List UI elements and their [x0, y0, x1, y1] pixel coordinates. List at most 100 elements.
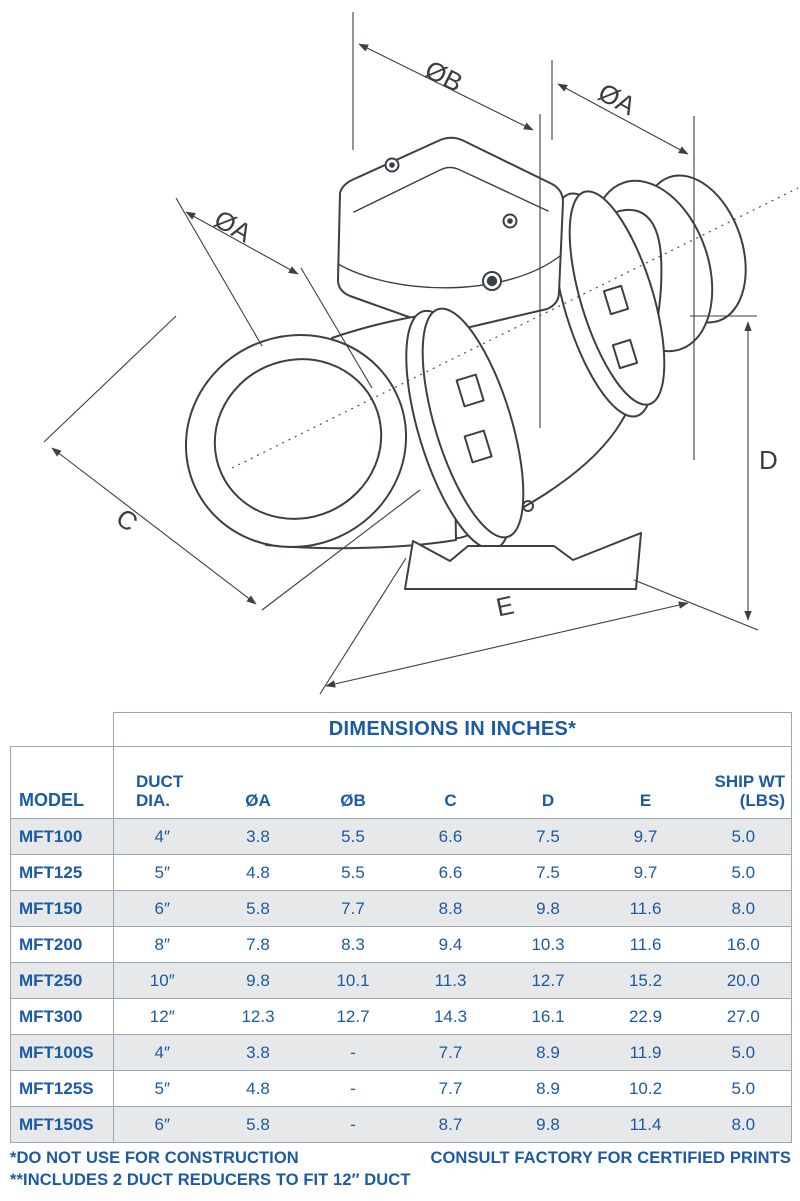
value-cell: 10″	[113, 962, 211, 999]
value-cell: 8.9	[500, 1034, 596, 1071]
value-cell: 11.4	[595, 1106, 696, 1143]
value-cell: 8.0	[695, 890, 793, 927]
value-cell: 8.7	[400, 1106, 501, 1143]
model-cell: MFT300	[10, 998, 114, 1035]
dim-label-c: C	[110, 502, 143, 537]
lid-screw-dot	[389, 162, 395, 168]
table-header-row: MODEL DUCT DIA. ØA ØB C D E SHIP WT (LBS…	[10, 746, 793, 819]
dim-label-oa-left: ØA	[209, 204, 257, 249]
value-cell: 10.1	[305, 962, 401, 999]
value-cell: 5.0	[695, 818, 793, 855]
value-cell: 9.8	[210, 962, 306, 999]
dim-label-d: D	[759, 445, 778, 475]
dim-label-e: E	[493, 590, 516, 623]
table-title-spacer	[10, 712, 114, 747]
value-cell: 9.8	[500, 1106, 596, 1143]
column-header-model: MODEL	[10, 746, 114, 819]
left-clamp-band-front	[421, 307, 525, 539]
value-cell: 8.9	[500, 1070, 596, 1107]
value-cell: 5.5	[305, 818, 401, 855]
value-cell: 6.6	[400, 818, 501, 855]
value-cell: 4″	[113, 818, 211, 855]
note-do-not-use: *DO NOT USE FOR CONSTRUCTION	[10, 1149, 299, 1167]
column-header-e: E	[595, 746, 696, 819]
dim-label-oa-right: ØA	[593, 77, 641, 121]
value-cell: 3.8	[210, 818, 306, 855]
value-cell: 12.3	[210, 998, 306, 1035]
column-header-dia-a: ØA	[210, 746, 306, 819]
value-cell: 9.8	[500, 890, 596, 927]
value-cell: 8.0	[695, 1106, 793, 1143]
table-title: DIMENSIONS IN INCHES*	[112, 712, 793, 747]
value-cell: 10.2	[595, 1070, 696, 1107]
dim-label-ob: ØB	[420, 54, 467, 98]
value-cell: 20.0	[695, 962, 793, 999]
value-cell: 7.5	[500, 818, 596, 855]
dimension-lines	[43, 12, 759, 695]
value-cell: 10.3	[500, 926, 596, 963]
value-cell: 4.8	[210, 1070, 306, 1107]
lid-screw-dot	[507, 218, 513, 224]
dim-line-ob	[358, 43, 534, 131]
mounting-bracket	[404, 532, 642, 590]
value-cell: 5.5	[305, 854, 401, 891]
value-cell: 5.0	[695, 1070, 793, 1107]
value-cell: 9.7	[595, 854, 696, 891]
value-cell: 8″	[113, 926, 211, 963]
dim-ext-d-bottom	[633, 579, 759, 631]
dim-ext-c-2	[261, 489, 421, 611]
value-cell: 3.8	[210, 1034, 306, 1071]
value-cell: 27.0	[695, 998, 793, 1035]
value-cell: 5.8	[210, 1106, 306, 1143]
cable-grommet-core	[486, 275, 498, 287]
note-consult-factory: CONSULT FACTORY FOR CERTIFIED PRINTS	[430, 1149, 791, 1167]
value-cell: 7.8	[210, 926, 306, 963]
right-clamp-buckle	[611, 338, 639, 370]
dim-line-oa-right	[557, 83, 689, 155]
value-cell: 15.2	[595, 962, 696, 999]
model-cell: MFT100S	[10, 1034, 114, 1071]
value-cell: -	[305, 1070, 401, 1107]
value-cell: 7.7	[305, 890, 401, 927]
left-clamp-buckle	[463, 429, 493, 464]
value-cell: 5.0	[695, 854, 793, 891]
value-cell: 16.0	[695, 926, 793, 963]
model-cell: MFT150	[10, 890, 114, 927]
dim-ext-oa-left-2	[300, 267, 373, 389]
dim-line-oa-left	[185, 211, 299, 275]
footnotes: *DO NOT USE FOR CONSTRUCTION CONSULT FAC…	[10, 1149, 791, 1190]
column-header-d: D	[500, 746, 596, 819]
dim-line-e	[325, 601, 689, 688]
value-cell: 8.3	[305, 926, 401, 963]
value-cell: -	[305, 1106, 401, 1143]
junction-box	[337, 136, 564, 331]
dim-ext-c-1	[43, 315, 177, 443]
center-axis	[231, 187, 799, 469]
dim-line-c	[51, 447, 257, 605]
model-cell: MFT150S	[10, 1106, 114, 1143]
junction-box-lid-edge	[353, 166, 549, 213]
value-cell: 22.9	[595, 998, 696, 1035]
value-cell: 7.5	[500, 854, 596, 891]
value-cell: 5″	[113, 1070, 211, 1107]
value-cell: 6.6	[400, 854, 501, 891]
dim-ext-e-left	[319, 557, 407, 695]
model-cell: MFT100	[10, 818, 114, 855]
right-clamp-buckle	[602, 284, 630, 316]
column-header-dia-b: ØB	[305, 746, 401, 819]
column-header-ship-wt: SHIP WT (LBS)	[695, 746, 793, 819]
model-cell: MFT200	[10, 926, 114, 963]
value-cell: -	[305, 1034, 401, 1071]
value-cell: 5″	[113, 854, 211, 891]
value-cell: 9.7	[595, 818, 696, 855]
fan-outline	[184, 136, 747, 590]
body-drain-hole	[522, 500, 534, 512]
value-cell: 6″	[113, 890, 211, 927]
value-cell: 7.7	[400, 1070, 501, 1107]
